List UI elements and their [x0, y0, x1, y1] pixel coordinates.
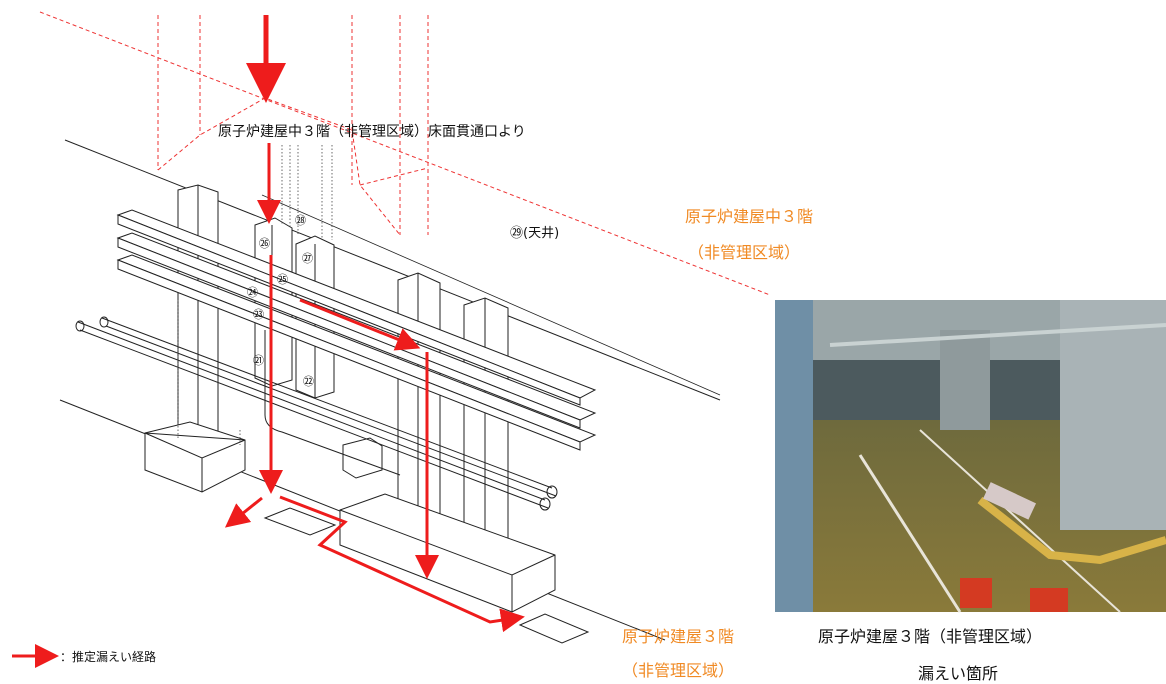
- marker-25: ㉕: [277, 273, 288, 286]
- marker-21: ㉑: [253, 354, 264, 367]
- leak-path-arrows: [12, 15, 525, 668]
- leak-arrow-along-tray: [299, 298, 421, 351]
- penetration-dotted-lines: [177, 145, 333, 445]
- marker-22: ㉒: [303, 375, 314, 388]
- marker-23: ㉓: [253, 308, 264, 321]
- upper-floor-dashed-outline: [39, 11, 771, 296]
- leak-site-photo: [775, 300, 1166, 613]
- cable-trays: [116, 209, 597, 451]
- floor3-label-line2: （非管理区域）: [622, 661, 735, 680]
- ceiling-label: ㉙(天井): [510, 226, 560, 241]
- marker-28: ㉘: [295, 214, 306, 227]
- photo-caption-line2: 漏えい箇所: [918, 664, 999, 683]
- source-label: 原子炉建屋中３階（非管理区域）床面貫通口より: [218, 124, 526, 140]
- marker-27: ㉗: [302, 252, 313, 265]
- floor3-label-line1: 原子炉建屋３階: [622, 627, 735, 646]
- leak-arrow-left: [224, 496, 263, 528]
- legend-label: ：推定漏えい経路: [60, 650, 157, 664]
- marker-24: ㉔: [247, 286, 258, 299]
- marker-26: ㉖: [259, 237, 270, 250]
- floor-pedestals: [144, 421, 590, 644]
- floor-mid-label-line1: 原子炉建屋中３階: [685, 207, 814, 226]
- pipes: [75, 316, 558, 511]
- photo-caption-line1: 原子炉建屋３階（非管理区域）: [818, 627, 1043, 646]
- leak-arrow-along-floor: [279, 495, 525, 633]
- floor-mid-label-line2: （非管理区域）: [688, 243, 801, 262]
